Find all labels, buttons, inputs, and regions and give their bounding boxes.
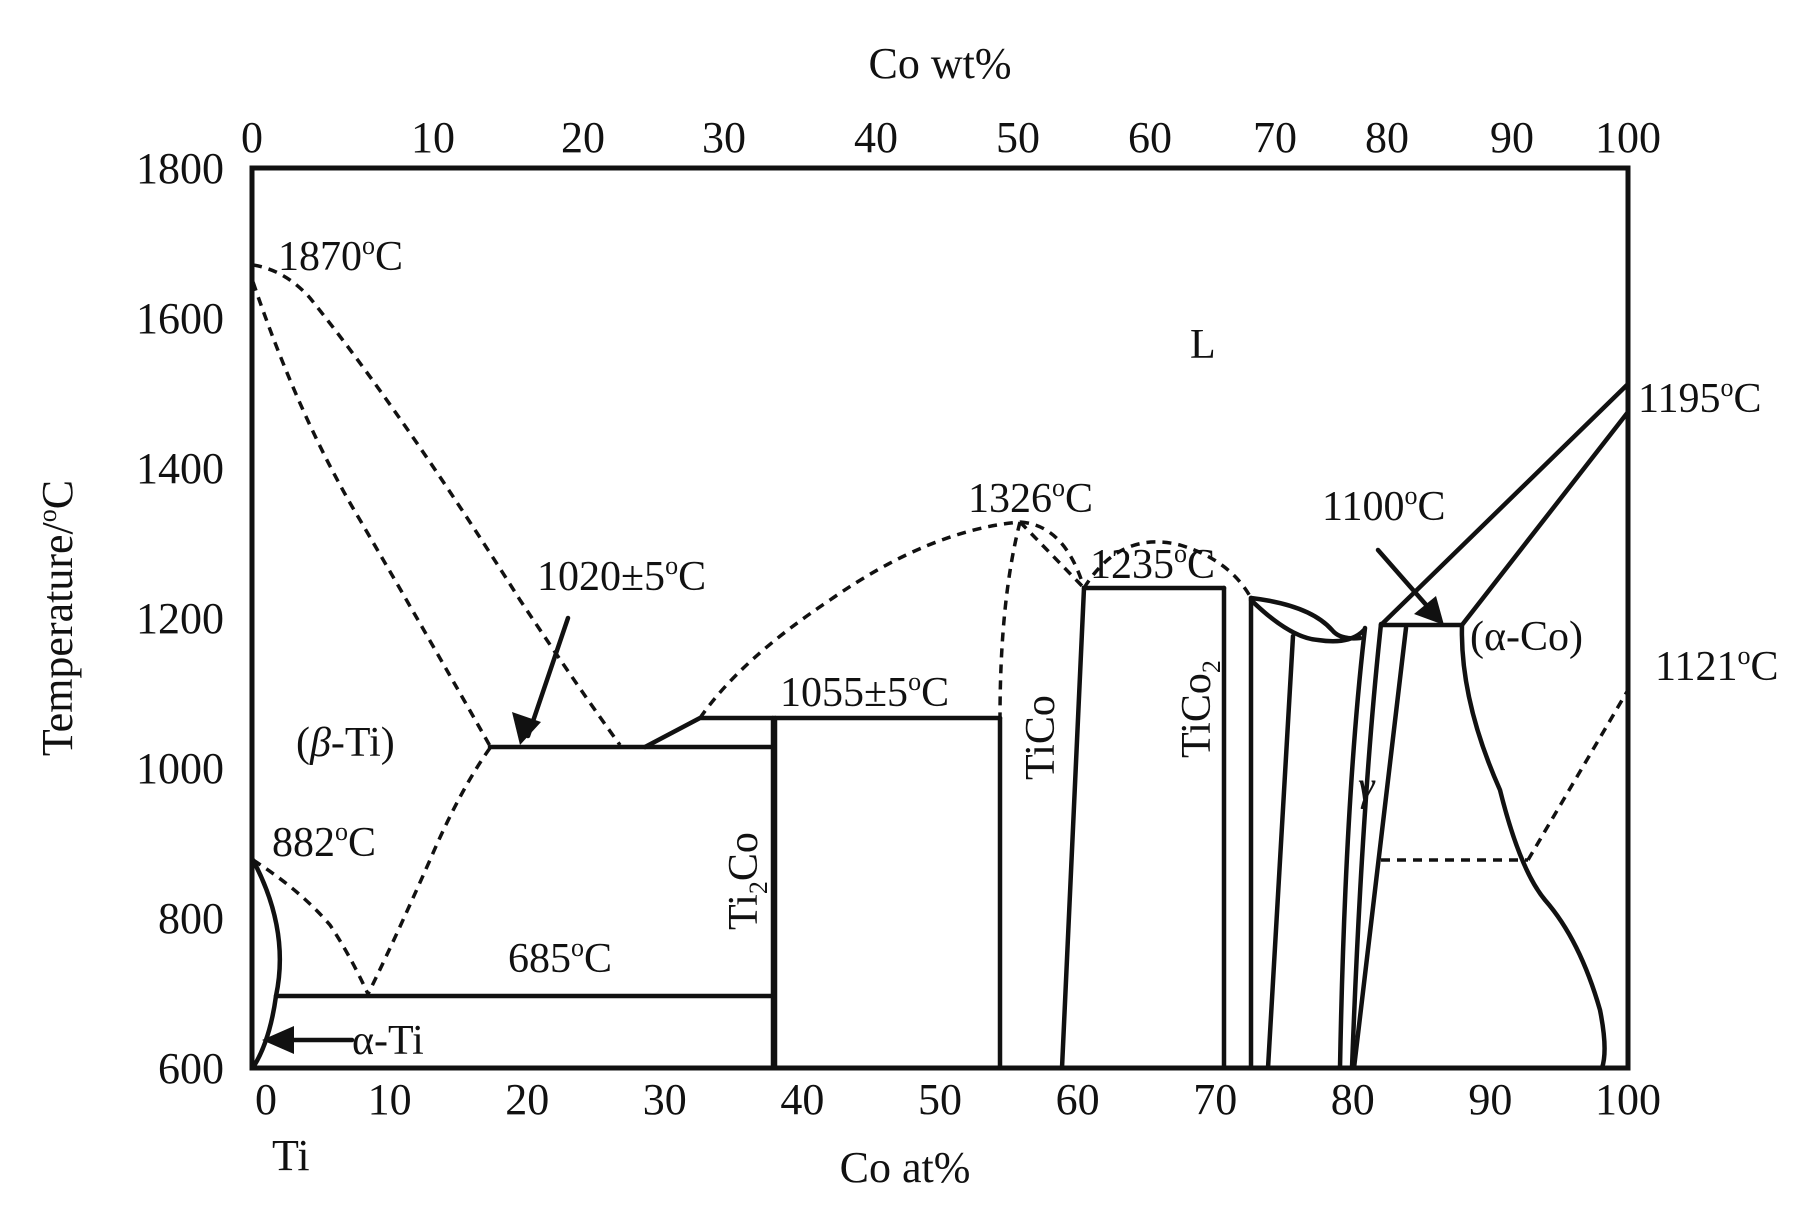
top-tick-label: 70: [1253, 113, 1297, 162]
y-axis-ticks: 1800 1600 1400 1200 1000 800 600: [136, 144, 224, 1093]
y-tick-label: 1200: [136, 594, 224, 643]
y-tick-label: 800: [158, 894, 224, 943]
top-tick-label: 10: [411, 113, 455, 162]
bottom-tick-label: 90: [1468, 1075, 1512, 1124]
arrow-1020-head: [512, 712, 541, 745]
phase-alpha-ti: α-Ti: [352, 1018, 424, 1064]
top-tick-label: 0: [241, 113, 263, 162]
alpha-co-transformation: [1526, 689, 1630, 861]
label-685C: 685oC: [508, 933, 612, 982]
alpha-ti-transus: [252, 858, 370, 995]
phase-gamma: γ: [1358, 764, 1376, 810]
tico3-solidus: [1248, 597, 1367, 644]
ti2co-liquidus-segment: [642, 715, 776, 750]
y-axis-title: Temperature/oC: [33, 480, 82, 756]
bottom-axis-ticks: 0 10 20 30 40 50 60 70 80 90 100: [255, 1075, 1661, 1124]
bottom-tick-label: 20: [505, 1075, 549, 1124]
beta-ti-liquidus: [252, 263, 622, 747]
arrows: [262, 547, 1444, 1054]
dashed-phase-boundaries: [251, 263, 1630, 995]
top-tick-label: 20: [561, 113, 605, 162]
top-tick-label: 30: [702, 113, 746, 162]
label-882C: 882oC: [272, 817, 376, 866]
tico3-right-boundary: [1265, 633, 1296, 1071]
gamma-mid-boundary: [1351, 625, 1409, 1071]
solid-phase-boundaries: [250, 381, 1631, 1071]
y-axis-title-sup: o: [33, 509, 62, 522]
bottom-tick-label: 10: [368, 1075, 412, 1124]
label-1100C: 1100oC: [1322, 481, 1445, 530]
label-1195C: 1195oC: [1638, 373, 1761, 422]
plot-frame: [249, 165, 1631, 1071]
y-tick-label: 600: [158, 1044, 224, 1093]
top-tick-label: 40: [854, 113, 898, 162]
top-tick-label: 90: [1490, 113, 1534, 162]
bottom-tick-label: 60: [1056, 1075, 1100, 1124]
bottom-tick-label: 70: [1193, 1075, 1237, 1124]
label-1121C: 1121oC: [1655, 641, 1778, 690]
arrow-1020-shaft: [525, 615, 571, 739]
label-1055C: 1055±5oC: [780, 667, 949, 716]
phase-tico2: TiCo2: [1174, 660, 1226, 758]
tico-liquidus-tail: [1082, 540, 1253, 599]
tico-liquidus-right: [1019, 520, 1086, 589]
bottom-axis-title: Co at%: [840, 1143, 971, 1192]
gamma-left-boundary: [1337, 625, 1368, 1071]
alpha-co-solvus: [1459, 622, 1607, 1071]
top-tick-label: 60: [1128, 113, 1172, 162]
top-tick-label: 50: [996, 113, 1040, 162]
label-1020C: 1020±5oC: [537, 551, 706, 600]
arrow-alpha-ti-head: [262, 1026, 294, 1054]
beta-ti-solvus: [366, 746, 492, 995]
y-axis-title-base: Temperature/: [33, 521, 82, 756]
y-axis-title-tail: C: [33, 480, 82, 509]
alpha-ti-boundary: [250, 857, 283, 1069]
arrow-1100-shaft: [1375, 547, 1438, 618]
phase-alpha-co: (α-Co): [1470, 614, 1583, 660]
bottom-tick-label: 30: [643, 1075, 687, 1124]
bottom-tick-label: 100: [1595, 1075, 1661, 1124]
label-1326C: 1326oC: [968, 473, 1093, 522]
bottom-tick-label: 40: [780, 1075, 824, 1124]
top-axis-ticks: 0 10 20 30 40 50 60 70 80 90 100: [241, 113, 1661, 162]
tico3-liquidus: [1248, 595, 1363, 641]
tico-right-boundary: [1059, 585, 1087, 1071]
liquidus-co-side: [1378, 381, 1631, 628]
tico-liquidus-left: [698, 520, 1021, 719]
y-tick-label: 1800: [136, 144, 224, 193]
phase-tico: TiCo: [1018, 695, 1064, 780]
phase-beta-ti: (β-Ti): [296, 720, 395, 766]
top-tick-label: 100: [1595, 113, 1661, 162]
arrow-1100-head: [1414, 596, 1444, 625]
top-axis-title: Co wt%: [869, 39, 1012, 88]
bottom-tick-label: 50: [918, 1075, 962, 1124]
label-1235C: 1235oC: [1090, 539, 1215, 588]
gamma-right-boundary: [1349, 621, 1384, 1071]
top-tick-label: 80: [1365, 113, 1409, 162]
y-tick-label: 1000: [136, 744, 224, 793]
y-tick-label: 1600: [136, 294, 224, 343]
y-tick-label: 1400: [136, 444, 224, 493]
label-1870C: 1870oC: [278, 231, 403, 280]
element-label-ti: Ti: [272, 1131, 310, 1180]
bottom-tick-label: 0: [255, 1075, 277, 1124]
tico-right-dashed: [1018, 520, 1086, 590]
bottom-tick-label: 80: [1331, 1075, 1375, 1124]
phase-ti2co: Ti2Co: [721, 832, 773, 930]
phase-liquid: L: [1190, 322, 1216, 368]
solidus-co-side: [1459, 409, 1631, 628]
beta-ti-solidus: [251, 281, 492, 747]
tico-homogeneity-dashed: [998, 521, 1022, 719]
